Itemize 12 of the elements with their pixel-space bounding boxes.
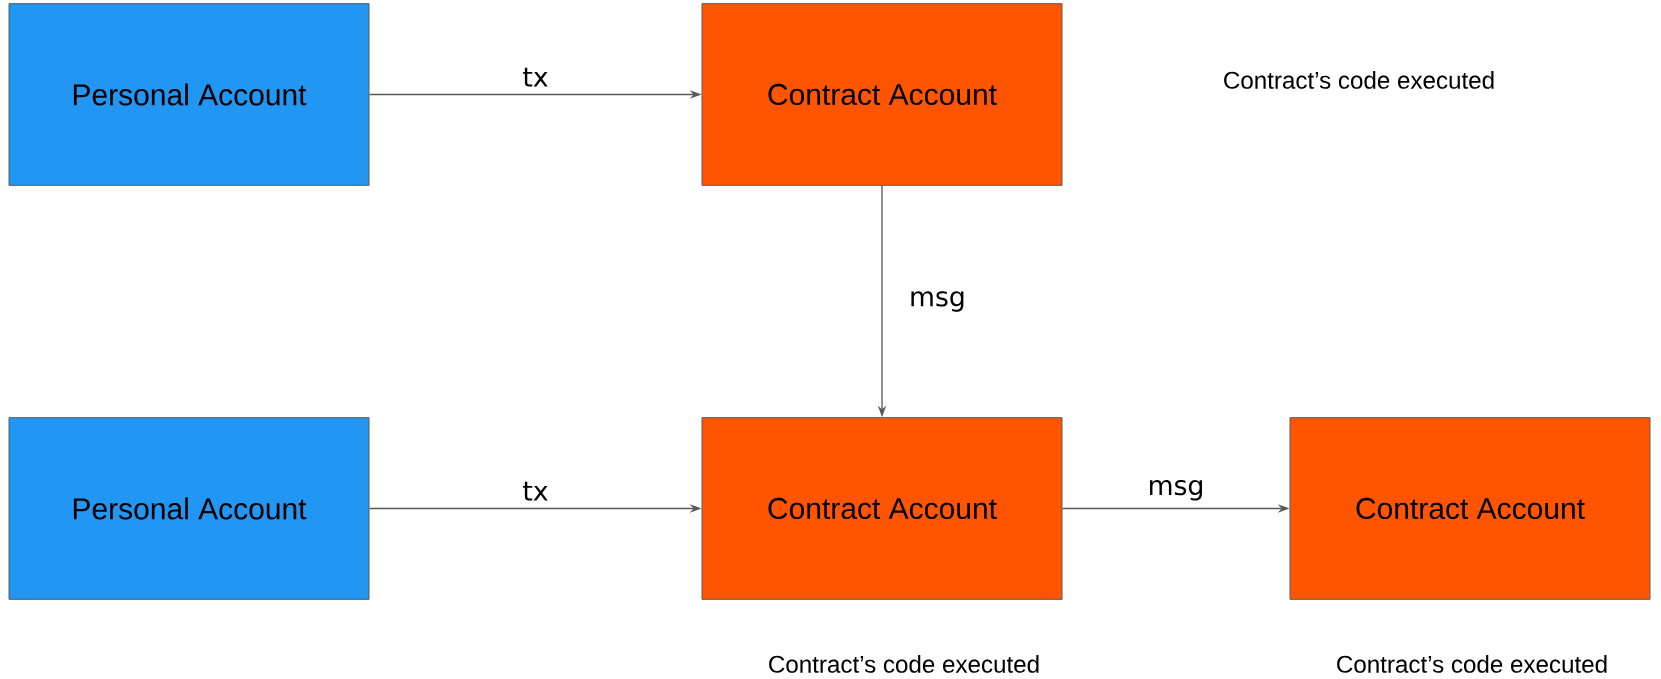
node-label: Contract’s code executed	[769, 655, 1039, 673]
note-text: Contract’s code executed	[1224, 71, 1494, 89]
node-label: Contract’s code executed	[1337, 655, 1607, 673]
edge-label: msg	[1150, 480, 1202, 501]
edge-label: tx	[523, 481, 548, 501]
account-box: Contract Account	[701, 3, 1063, 186]
account-box: Personal Account	[8, 3, 370, 186]
edge-label: tx	[523, 67, 548, 87]
account-box: Personal Account	[8, 417, 370, 600]
edge-label: msg	[911, 291, 964, 312]
account-box: Contract Account	[701, 417, 1063, 600]
account-box: Contract Account	[1289, 417, 1651, 600]
